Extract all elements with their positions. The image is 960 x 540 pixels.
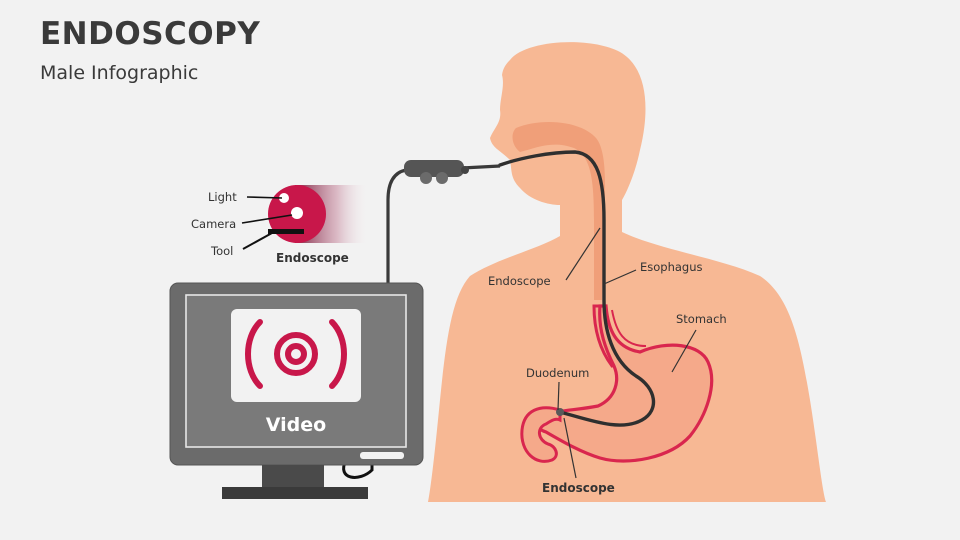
label-camera: Camera [191, 217, 236, 231]
camera-lens [291, 207, 303, 219]
monitor-neck [262, 465, 324, 487]
probe-tip-detail: Light Camera Tool Endoscope [191, 185, 371, 265]
tool-channel [268, 229, 304, 234]
broadcast-signal-icon [245, 319, 347, 389]
digestive-organs [520, 304, 714, 463]
page-subtitle: Male Infographic [40, 62, 199, 84]
monitor-indicator [360, 452, 404, 459]
label-light: Light [208, 190, 237, 204]
video-label: Video [266, 414, 326, 436]
anatomy-labels: Endoscope Esophagus Stomach Duodenum End… [488, 227, 727, 495]
video-monitor: Video [169, 282, 424, 499]
endoscope-handle [404, 160, 469, 184]
label-duodenum: Duodenum [526, 366, 589, 380]
stomach [535, 304, 714, 463]
endoscope-tube-internal [498, 150, 656, 427]
label-esophagus: Esophagus [640, 260, 703, 274]
label-stomach: Stomach [676, 312, 727, 326]
label-endoscope-upper: Endoscope [488, 274, 551, 288]
duodenum [520, 406, 562, 463]
probe-caption: Endoscope [276, 251, 349, 265]
page-title: ENDOSCOPY [40, 16, 261, 52]
endoscope-cable [386, 168, 407, 284]
endoscope-tip-internal [556, 408, 564, 416]
label-endoscope-lower: Endoscope [542, 481, 615, 495]
throat-pharynx [512, 122, 606, 300]
label-tool: Tool [210, 244, 233, 258]
video-icon-panel [231, 309, 361, 402]
monitor-base [222, 487, 368, 499]
light-lens [279, 193, 289, 203]
